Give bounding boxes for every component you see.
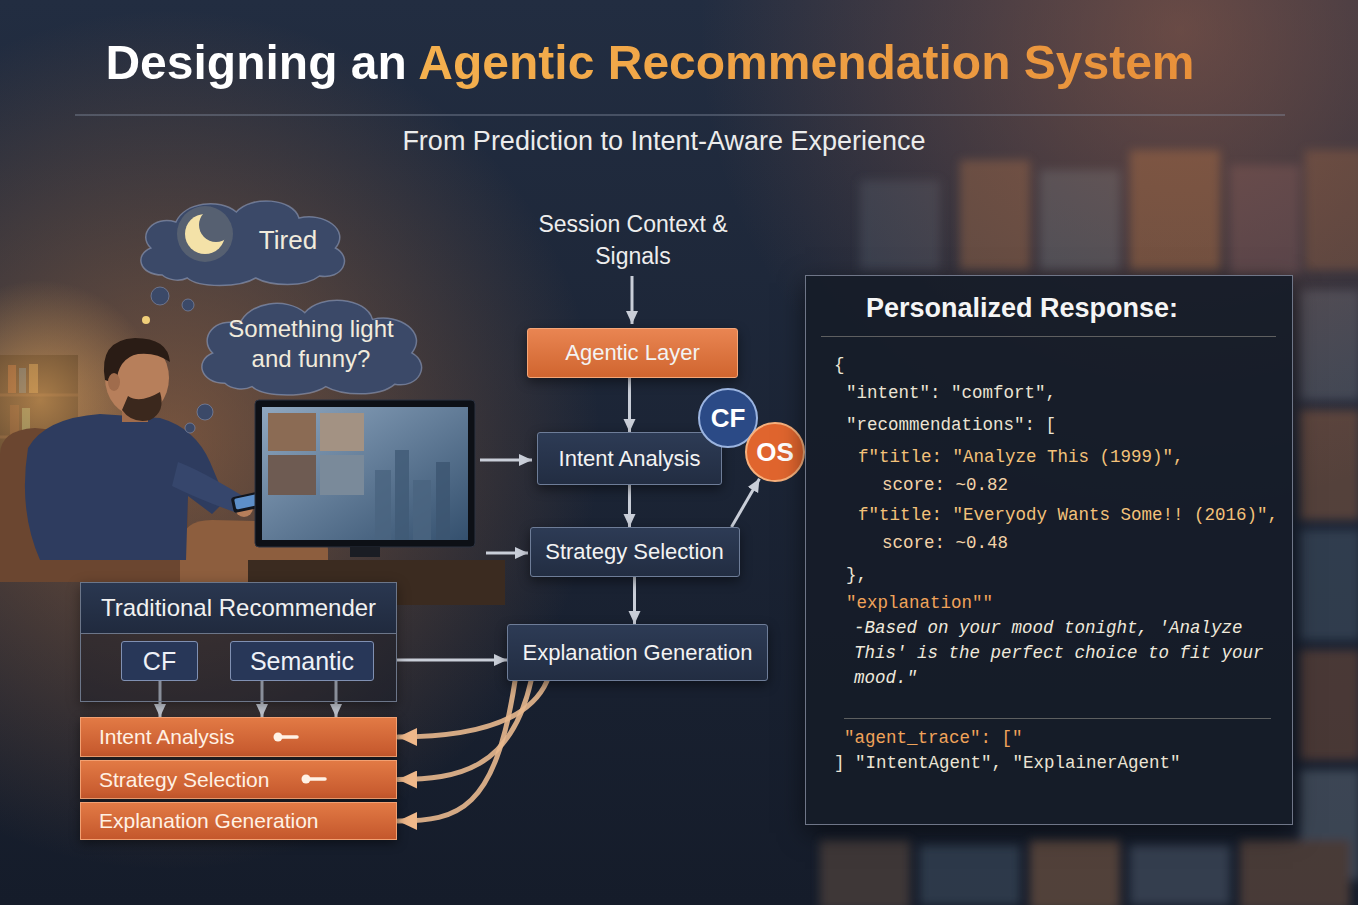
box-label: Strategy Selection — [99, 768, 269, 792]
moon-glow — [177, 206, 233, 262]
diagram-title: Designing an Agentic Recommendation Syst… — [0, 34, 1300, 92]
method-box: Semantic — [230, 641, 374, 681]
step-bar: Strategy Selection — [80, 760, 397, 799]
group-box: Traditional RecommenderCF Semantic — [80, 582, 397, 702]
code-line: "recommendations": [ — [846, 414, 1056, 436]
moon-icon — [185, 214, 225, 254]
title-text: Designing an Agentic Recommendation Syst… — [105, 34, 1194, 92]
connector-arrow — [398, 681, 515, 821]
code-line: "agent_trace": [" — [844, 718, 1271, 749]
cloud-outline — [141, 201, 345, 286]
key-icon — [302, 775, 311, 784]
cloud-shape — [188, 288, 434, 400]
screen-tile — [320, 455, 364, 495]
skyline — [395, 450, 409, 540]
person-ear — [108, 373, 120, 391]
badge-text: CF — [711, 403, 746, 434]
box-label: Explanation Generation — [523, 640, 753, 666]
screen-tile — [268, 413, 316, 451]
screen-tile — [268, 455, 316, 495]
badge-circle: OS — [745, 422, 805, 482]
title-rule — [75, 114, 1285, 116]
method-box: CF — [121, 641, 198, 681]
process-box: Explanation Generation — [507, 624, 768, 681]
code-line: f"title: "Everyody Wants Some!! (2016)", — [858, 504, 1278, 526]
connector-arrow — [397, 659, 507, 662]
box-label: Explanation Generation — [99, 809, 319, 833]
person-beard — [122, 392, 162, 421]
process-box: Intent Analysis — [537, 432, 722, 485]
process-box: Strategy Selection — [530, 527, 740, 577]
code-line: f"title: "Analyze This (1999)", — [858, 446, 1184, 468]
thought-dot — [142, 316, 150, 324]
tv-stand — [350, 547, 380, 557]
group-heading: Traditional Recommender — [81, 583, 396, 634]
subtitle: From Prediction to Intent-Aware Experien… — [0, 124, 1328, 158]
code-line: "explanation"" — [846, 592, 993, 614]
key-icon — [310, 777, 325, 781]
circle-outline — [699, 389, 757, 447]
thought-text: Tired — [167, 225, 317, 256]
key-icon — [282, 735, 297, 739]
screen-arrow — [480, 459, 532, 462]
code-line: }, — [846, 564, 867, 586]
connector-arrow — [628, 485, 631, 527]
box-label: Strategy Selection — [545, 539, 724, 565]
panel-heading: Personalized Response: — [821, 292, 1276, 337]
box-label: CF — [143, 647, 176, 676]
signal-arrow — [631, 276, 634, 324]
step-bar: Intent Analysis — [80, 717, 397, 757]
thought-dot — [185, 423, 195, 433]
thought-dot — [151, 287, 169, 305]
box-label: Semantic — [250, 647, 354, 676]
badge-text: OS — [756, 437, 794, 468]
thought-cloud: Something light and funny? — [188, 288, 434, 400]
screen-tile — [320, 413, 364, 451]
connector-arrow — [633, 577, 636, 624]
process-box: Agentic Layer — [527, 328, 738, 378]
tv-screen — [262, 407, 468, 540]
screen-arrow — [486, 552, 528, 555]
connector-arrow — [732, 479, 760, 527]
code-line: ] "IntentAgent", "ExplainerAgent" — [834, 752, 1181, 774]
step-bar: Explanation Generation — [80, 802, 397, 840]
response-panel: Personalized Response: {"intent": "comfor… — [805, 275, 1293, 825]
skyline — [436, 462, 450, 540]
key-icon — [274, 733, 283, 742]
box-label: Agentic Layer — [565, 340, 700, 366]
thought-cloud: Tired — [128, 190, 356, 290]
code-line: score: ~0.48 — [882, 532, 1008, 554]
box-label: Intent Analysis — [99, 725, 234, 749]
skyline — [375, 470, 391, 540]
connector-arrow — [628, 378, 631, 432]
thought-dot — [197, 404, 213, 420]
thought-dot — [182, 299, 194, 311]
tv-frame — [255, 400, 475, 547]
cloud-shape — [128, 190, 356, 290]
code-line: -Based on your mood tonight, 'Analyze Th… — [854, 616, 1279, 691]
code-line: "intent": "comfort", — [846, 382, 1056, 404]
box-label: Intent Analysis — [559, 446, 701, 472]
thought-bubbles — [142, 287, 213, 433]
circle-outline — [746, 423, 804, 481]
code-line: { — [834, 354, 845, 376]
signal-label: Session Context & Signals — [523, 208, 743, 272]
code-line: score: ~0.82 — [882, 474, 1008, 496]
skyline — [413, 480, 431, 540]
room — [0, 280, 505, 605]
cloud-outline — [202, 300, 422, 395]
thought-text: Something light and funny? — [216, 314, 406, 374]
